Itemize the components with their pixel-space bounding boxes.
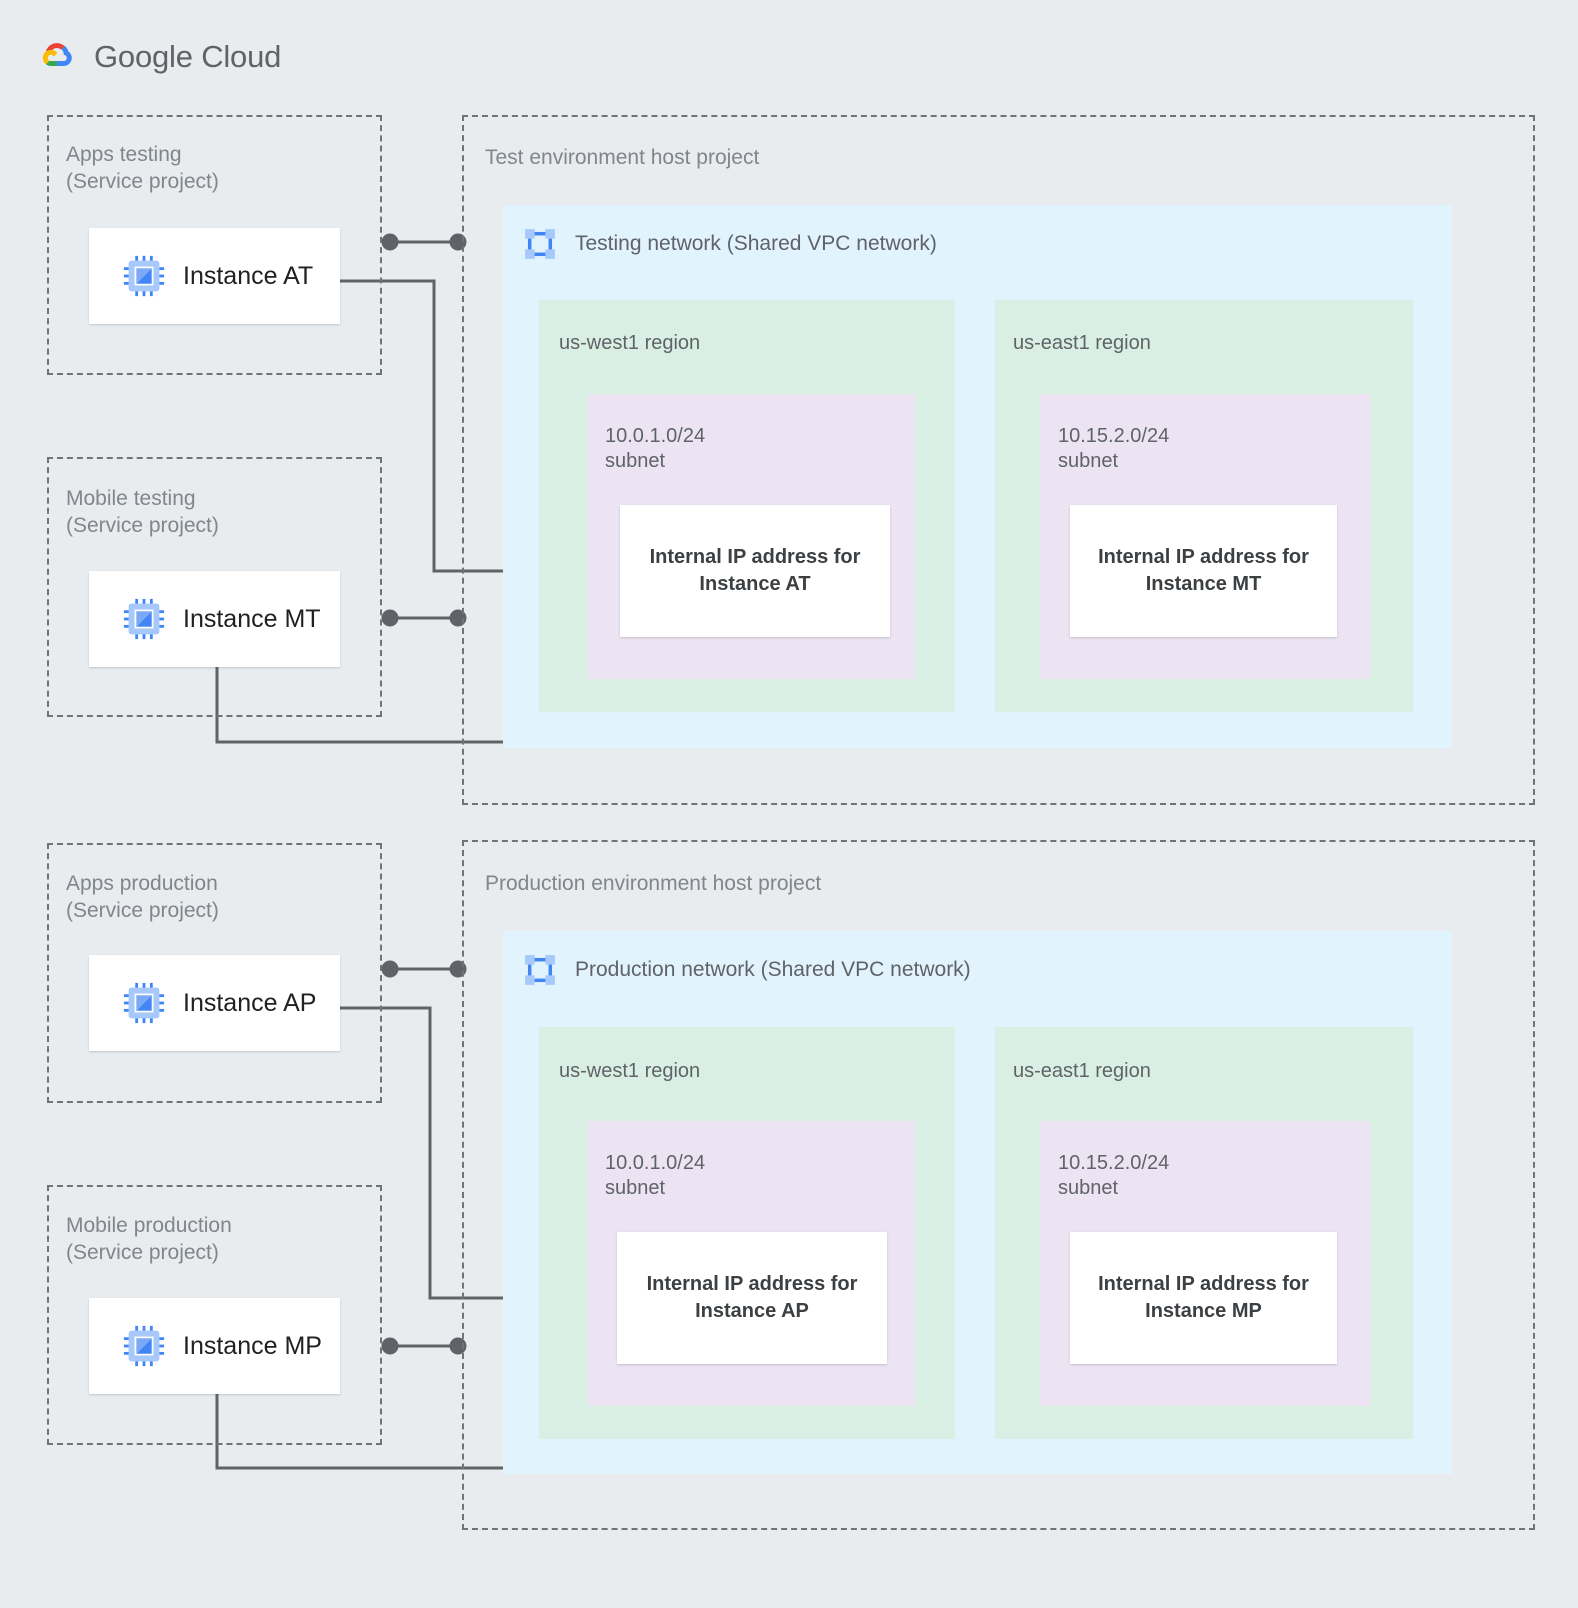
service-project-apps-production-title: Apps production (Service project) (66, 872, 219, 922)
host-project-production-environment-title: Production environment host project (485, 872, 822, 895)
service-project-apps-production (47, 843, 382, 1103)
ip-card-instance-mp: Internal IP address for Instance MP (1070, 1232, 1337, 1364)
vpc-network-production-header: Production network (Shared VPC network) (521, 951, 971, 989)
instance-label-mobile-testing: Instance MT (183, 604, 321, 633)
vpc-network-testing-header: Testing network (Shared VPC network) (521, 225, 937, 263)
compute-instance-icon (123, 598, 165, 640)
region-prod-us-west1-label: us-west1 region (559, 1060, 701, 1082)
host-project-test-environment (462, 115, 1535, 805)
service-project-mobile-production (47, 1185, 382, 1445)
instance-card-mobile-production[interactable]: Instance MP (89, 1298, 340, 1394)
instance-label-apps-production: Instance AP (183, 988, 317, 1017)
host-project-test-environment-title: Test environment host project (485, 146, 760, 169)
subnet-prod-us-west1-label: 10.0.1.0/24 subnet (605, 1152, 706, 1199)
ip-card-instance-at: Internal IP address for Instance AT (620, 505, 890, 637)
subnet-prod-us-east1-label: 10.15.2.0/24 subnet (1058, 1152, 1170, 1199)
subnet-test-us-west1-label: 10.0.1.0/24 subnet (605, 425, 706, 472)
ip-card-instance-at-text: Internal IP address for Instance AT (649, 546, 861, 595)
google-cloud-logo-icon (42, 43, 72, 67)
google-cloud-logo: Google Cloud (34, 34, 281, 80)
service-project-mobile-testing-title: Mobile testing (Service project) (66, 487, 219, 537)
instance-card-apps-production[interactable]: Instance AP (89, 955, 340, 1051)
link-dot-mobile-testing (381, 609, 399, 627)
instance-label-mobile-production: Instance MP (183, 1331, 322, 1360)
brand-name-bold: Google (94, 39, 193, 74)
service-project-mobile-production-title: Mobile production (Service project) (66, 1214, 232, 1264)
region-test-us-east1-label: us-east1 region (1013, 332, 1151, 354)
region-prod-us-east1-label: us-east1 region (1013, 1060, 1151, 1082)
instance-card-apps-testing[interactable]: Instance AT (89, 228, 340, 324)
service-project-apps-testing (47, 115, 382, 375)
brand-name-thin: Cloud (201, 39, 282, 74)
subnet-test-us-east1-label: 10.15.2.0/24 subnet (1058, 425, 1170, 472)
vpc-network-production-label: Production network (Shared VPC network) (575, 958, 971, 981)
google-cloud-wordmark: Google Cloud (94, 39, 281, 75)
ip-card-instance-ap-text: Internal IP address for Instance AP (646, 1273, 858, 1322)
host-project-production-environment (462, 840, 1535, 1530)
instance-card-mobile-testing[interactable]: Instance MT (89, 571, 340, 667)
service-project-mobile-testing (47, 457, 382, 717)
ip-card-instance-mt: Internal IP address for Instance MT (1070, 505, 1337, 637)
link-dot-apps-production (381, 960, 399, 978)
instance-label-apps-testing: Instance AT (183, 261, 314, 290)
compute-instance-icon (123, 982, 165, 1024)
service-project-apps-testing-title: Apps testing (Service project) (66, 143, 219, 193)
ip-card-instance-ap: Internal IP address for Instance AP (617, 1232, 887, 1364)
vpc-network-icon (525, 955, 555, 985)
ip-card-instance-mt-text: Internal IP address for Instance MT (1098, 546, 1309, 595)
compute-instance-icon (123, 255, 165, 297)
vpc-network-testing-label: Testing network (Shared VPC network) (575, 232, 937, 255)
vpc-network-icon (525, 229, 555, 259)
ip-card-instance-mp-text: Internal IP address for Instance MP (1098, 1273, 1309, 1322)
compute-instance-icon (123, 1325, 165, 1367)
region-test-us-west1-label: us-west1 region (559, 332, 701, 354)
link-dot-apps-testing (381, 233, 399, 251)
link-dot-mobile-production (381, 1337, 399, 1355)
